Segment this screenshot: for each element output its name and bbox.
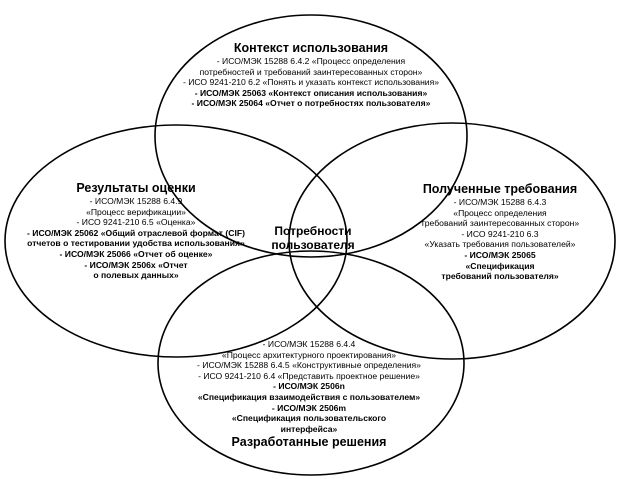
center-label-line: Потребности (274, 224, 352, 238)
standard-reference-line: отчетов о тестировании удобства использо… (27, 238, 245, 249)
standard-reference-line: - ИСО/МЭК 25064 «Отчет о потребностях по… (191, 98, 431, 109)
standard-reference-line: «Спецификация (465, 260, 535, 271)
section-title: Результаты оценки (76, 181, 196, 195)
standard-reference-line: - ИСО/МЭК 25065 (464, 249, 536, 260)
ellipse-evaluation-results (4, 124, 348, 358)
ellipse-derived-requirements (288, 122, 616, 360)
standard-reference-line: интерфейса» (280, 423, 338, 434)
standard-reference-line: - ИСО 9241-210 6.4 «Представить проектно… (198, 370, 420, 381)
standard-reference-line: «Процесс определения (453, 207, 547, 218)
derived-requirements-block: Полученные требования- ИСО/МЭК 15288 6.4… (421, 181, 579, 282)
standard-reference-line: - ИСО/МЭК 25063 «Контекст описания испол… (194, 87, 428, 98)
standard-reference-line: - ИСО/МЭК 15288 6.4.2 «Процесс определен… (216, 56, 406, 66)
standard-reference-line: потребностей и требований заинтересованн… (199, 66, 423, 77)
standard-reference-line: - ИСО/МЭК 25066 «Отчет об оценке» (59, 248, 213, 259)
evaluation-results-block: Результаты оценки- ИСО/МЭК 15288 6.4.9«П… (27, 180, 245, 281)
standard-reference-line: - ИСО/МЭК 2506x «Отчет (84, 259, 188, 270)
standard-reference-line: - ИСО 9241-210 6.5 «Оценка» (76, 217, 196, 228)
section-title: Контекст использования (233, 41, 389, 55)
standard-reference-line: - ИСО/МЭК 2506m (271, 402, 347, 413)
standard-reference-line: требований пользователя» (441, 271, 559, 282)
user-needs-center-label: Потребности пользователя (258, 224, 368, 252)
standard-reference-line: - ИСО/МЭК 2506n (273, 381, 345, 392)
section-title: Разработанные решения (231, 435, 387, 450)
center-label-line: пользователя (271, 238, 355, 252)
ellipse-designed-solutions (157, 250, 465, 476)
standard-reference-line: «Процесс архитектурного проектирования» (221, 349, 397, 360)
designed-solutions-block: - ИСО/МЭК 15288 6.4.4«Процесс архитектур… (197, 339, 421, 450)
section-title: Полученные требования (422, 182, 578, 196)
ellipse-context-of-use (154, 14, 468, 258)
standard-reference-line: - ИСО/МЭК 15288 6.4.4 (262, 339, 356, 349)
standard-reference-line: - ИСО 9241-210 6.2 «Понять и указать кон… (182, 77, 440, 88)
standard-reference-line: - ИСО/МЭК 15288 6.4.5 «Конструктивные оп… (197, 360, 421, 371)
standard-reference-line: - ИСО 9241-210 6.3 (461, 228, 539, 239)
standard-reference-line: о полевых данных» (93, 270, 179, 281)
standard-reference-line: - ИСО/МЭК 15288 6.4.9 (89, 196, 183, 206)
standard-reference-line: «Указать требования пользователей» (424, 239, 576, 250)
standard-reference-line: «Спецификация пользовательского (231, 413, 387, 424)
standard-reference-line: - ИСО/МЭК 25062 «Общий отраслевой формат… (27, 227, 245, 238)
standard-reference-line: «Спецификация взаимодействия с пользоват… (197, 391, 421, 402)
standard-reference-line: - ИСО/МЭК 15288 6.4.3 (453, 197, 547, 207)
context-of-use-block: Контекст использования- ИСО/МЭК 15288 6.… (183, 40, 439, 109)
standard-reference-line: «Процесс верификации» (86, 206, 186, 217)
standard-reference-line: требований заинтересованных сторон» (420, 218, 580, 229)
